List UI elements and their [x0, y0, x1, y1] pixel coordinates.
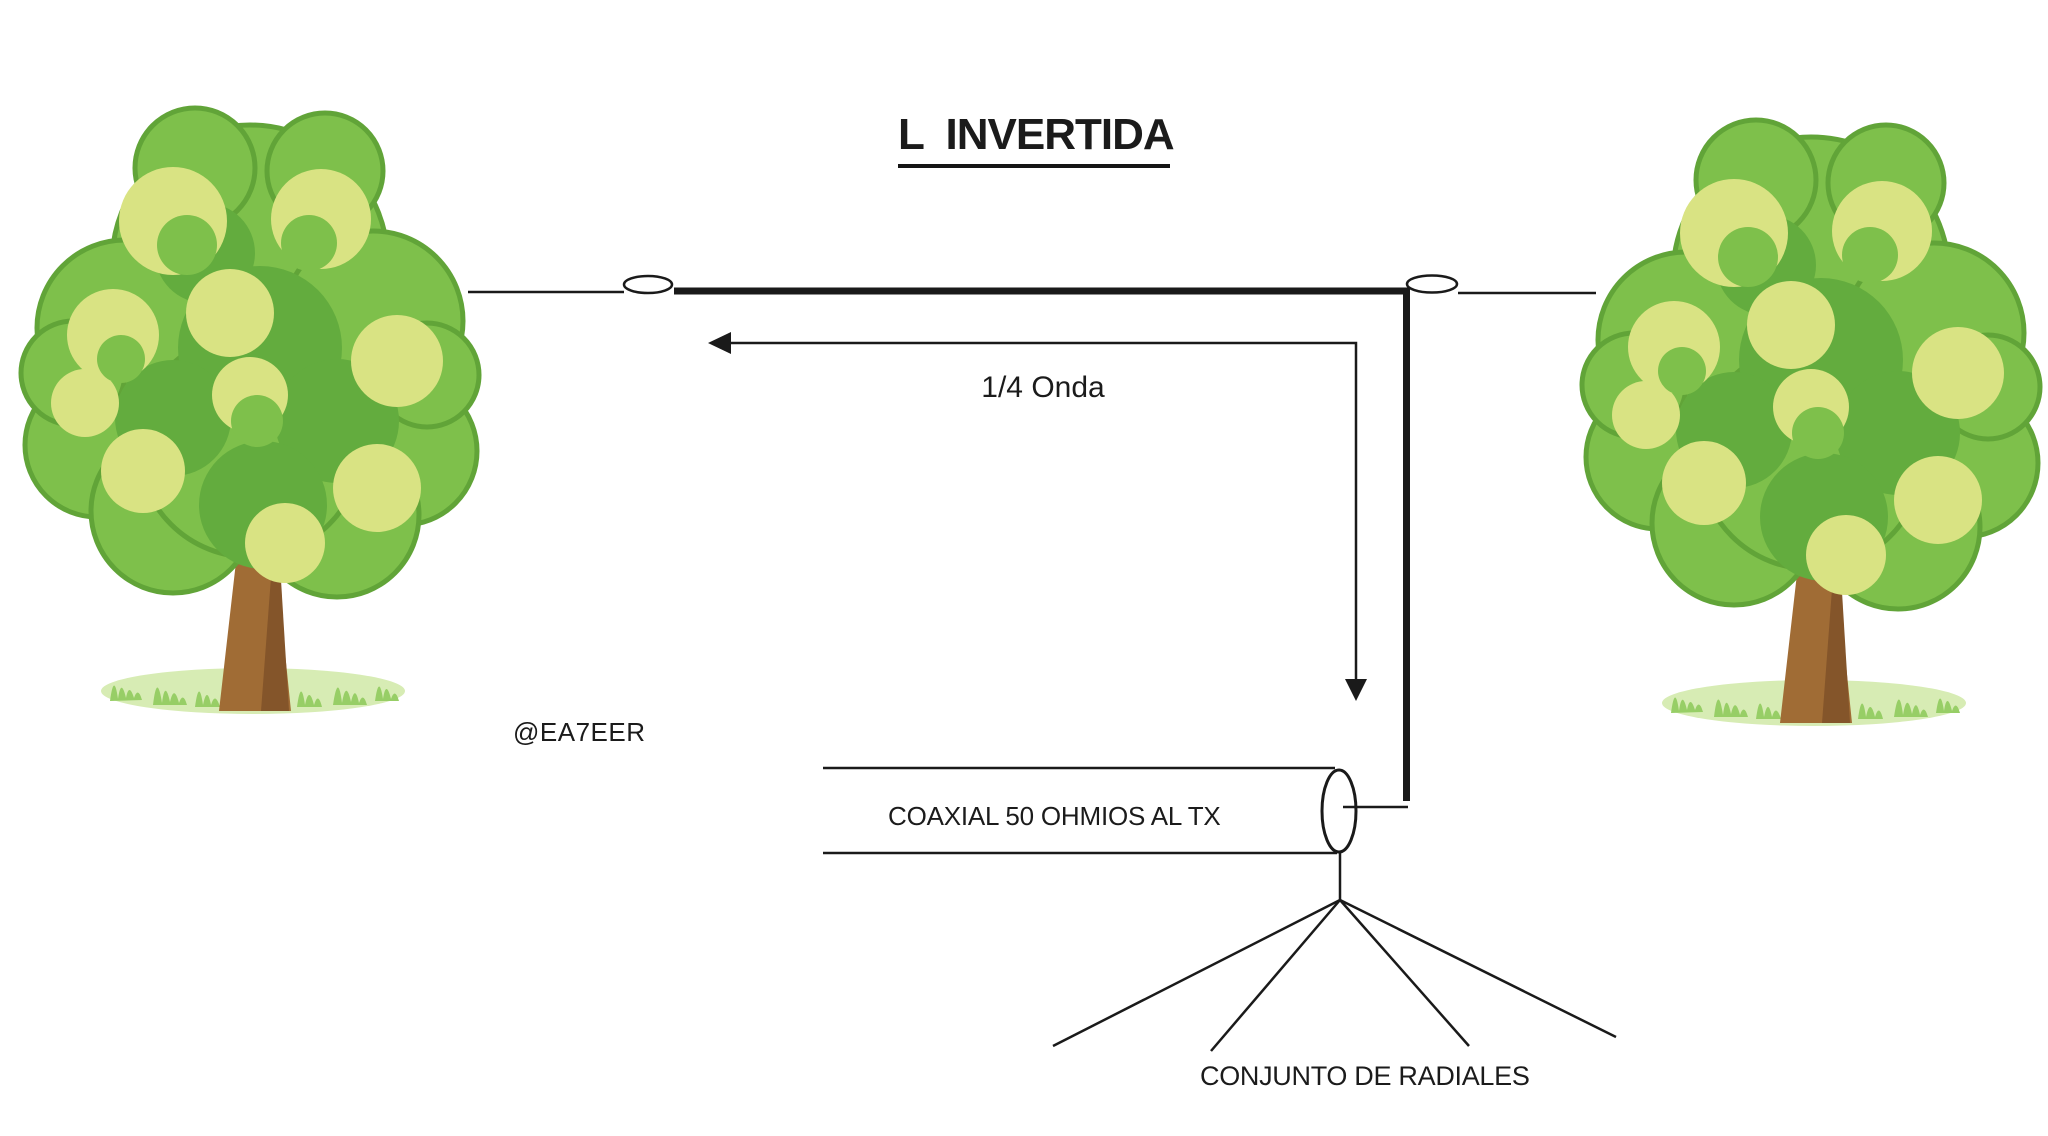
coax-connector-icon: [1320, 768, 1358, 854]
length-arrow-icon: [708, 332, 1367, 701]
quarter-wave-label: 1/4 Onda: [981, 371, 1105, 404]
callsign-label: @EA7EER: [513, 717, 646, 747]
right-insulator-icon: [1405, 274, 1459, 294]
right-tree-icon: [1582, 120, 2040, 726]
radials-label: CONJUNTO DE RADIALES: [1200, 1061, 1530, 1091]
left-tree-icon: [21, 108, 479, 714]
inverted-l-wire: [674, 287, 1410, 801]
left-insulator-icon: [622, 274, 674, 295]
radials-lines: [1052, 851, 1617, 1052]
diagram-title: L INVERTIDA: [898, 111, 1175, 169]
coax-label: COAXIAL 50 OHMIOS AL TX: [888, 801, 1221, 831]
